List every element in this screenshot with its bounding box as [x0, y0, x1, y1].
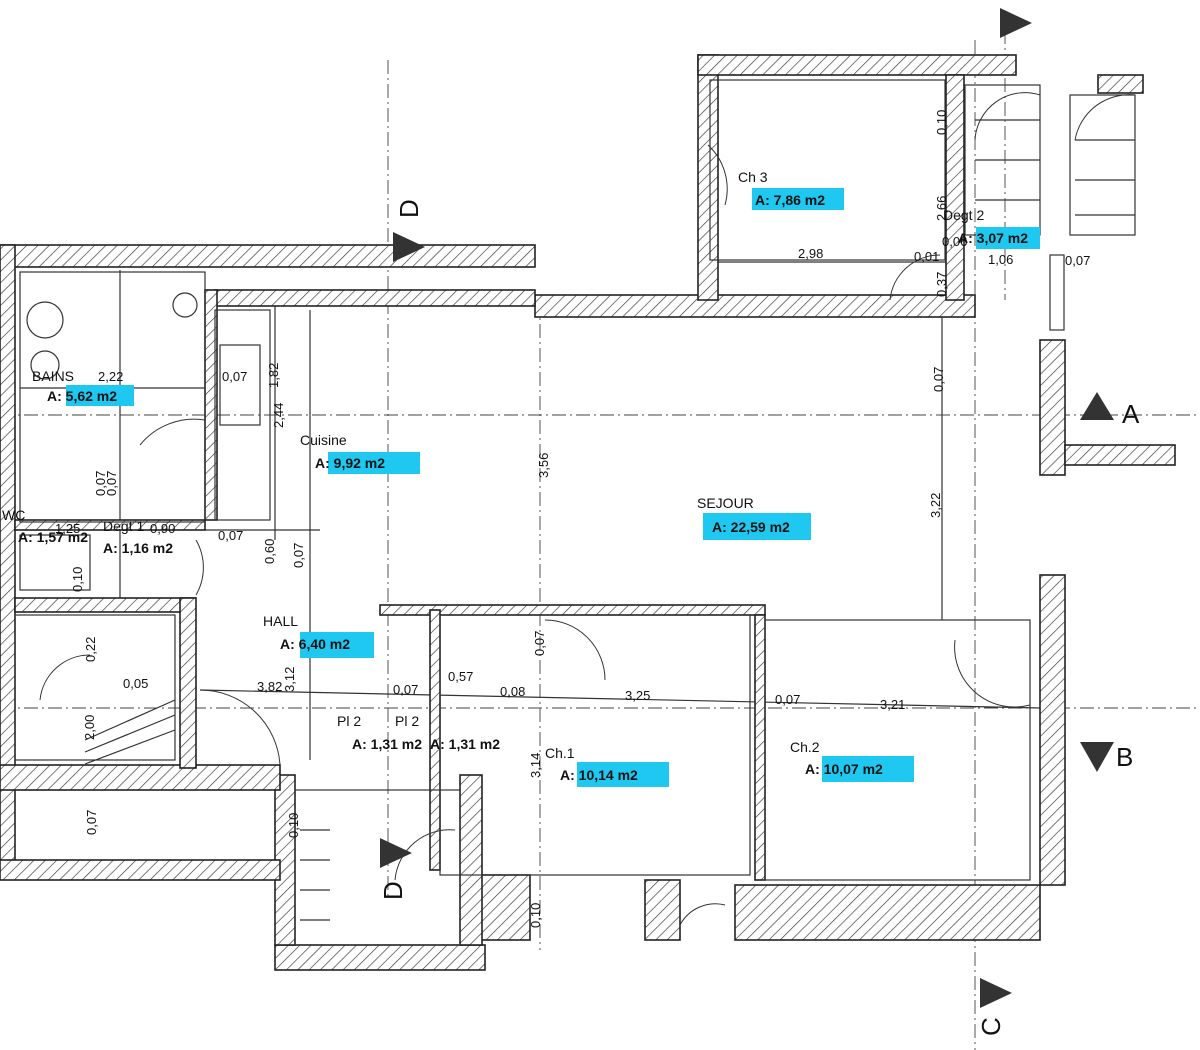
room-area-sejour: A: 22,59 m2 [712, 519, 790, 535]
dimension-label: 1,06 [988, 252, 1013, 267]
room-name-sejour: SEJOUR [697, 495, 754, 511]
dimension-label: 0,37 [934, 272, 949, 297]
dimension-label: 1,25 [55, 521, 80, 536]
dimension-label: 0,01 [914, 249, 939, 264]
section-mark-d-lower: D [378, 881, 408, 900]
room-area-cuisine: A: 9,92 m2 [315, 455, 385, 471]
dimension-label: 0,22 [83, 637, 98, 662]
dimension-label: 0,05 [123, 676, 148, 691]
section-arrow-icon [1080, 392, 1114, 420]
dimension-label: 0,10 [934, 110, 949, 135]
room-area-ch2: A: 10,07 m2 [805, 761, 883, 777]
room-area-degt1: A: 1,16 m2 [103, 540, 173, 556]
section-arrow-icon [393, 232, 425, 262]
room-name-ch3: Ch 3 [738, 169, 768, 185]
dimension-label: 2,22 [98, 369, 123, 384]
room-name-wc: WC [2, 507, 25, 523]
dimension-label: 3,82 [257, 679, 282, 694]
room-area-ch1: A: 10,14 m2 [560, 767, 638, 783]
dimension-label: 0,08 [500, 684, 525, 699]
dimension-label: 0,57 [448, 669, 473, 684]
room-area-bains: A: 5,62 m2 [47, 388, 117, 404]
dimension-label: 0,60 [262, 539, 277, 564]
room-area-wc: A: 1,57 m2 [18, 529, 88, 545]
dimension-label: 3,22 [928, 493, 943, 518]
room-name-ch2: Ch.2 [790, 739, 820, 755]
room-name-cuisine: Cuisine [300, 432, 347, 448]
room-area-ch3: A: 7,86 m2 [755, 192, 825, 208]
doors [39, 92, 1136, 926]
dimension-label: 2,00 [82, 715, 97, 740]
dimension-label: 2,98 [798, 246, 823, 261]
section-mark-b: B [1116, 742, 1133, 772]
dimension-label: 0,07 [93, 471, 108, 496]
dimension-label: 0,07 [218, 528, 243, 543]
dimension-label: 3,14 [528, 753, 543, 778]
room-area-pl2-a: A: 1,31 m2 [352, 736, 422, 752]
dimension-label: 0,10 [528, 903, 543, 928]
section-mark-d: D [394, 199, 424, 218]
section-markers: A B C D D [378, 8, 1140, 1036]
dimension-label: 2,66 [934, 196, 949, 221]
room-name-hall: HALL [263, 613, 298, 629]
room-area-hall: A: 6,40 m2 [280, 636, 350, 652]
dimension-label: 0,07 [104, 471, 119, 496]
section-mark-a: A [1122, 399, 1140, 429]
axis-lines [0, 30, 1200, 1050]
room-area-pl2-b: A: 1,31 m2 [430, 736, 500, 752]
area-highlights [66, 188, 1040, 787]
dimension-label: 0,07 [222, 369, 247, 384]
dimension-label: 2,44 [271, 403, 286, 428]
dimension-label: 3,56 [536, 453, 551, 478]
room-name-degt1: Degt 1 [103, 518, 144, 534]
room-name-ch1: Ch.1 [545, 745, 575, 761]
dimension-label: 0,07 [775, 692, 800, 707]
dimension-label: 0,07 [532, 631, 547, 656]
section-arrow-icon [1080, 742, 1114, 772]
room-name-bains: BAINS [32, 368, 74, 384]
dimension-label: 3,21 [880, 697, 905, 712]
dimension-label: 3,12 [282, 667, 297, 692]
room-name-degt2: Degt 2 [943, 207, 984, 223]
section-arrow-icon [1000, 8, 1032, 38]
room-labels: BAINS A: 5,62 m2 Cuisine A: 9,92 m2 SEJO… [2, 169, 1028, 783]
dimension-label: 0,07 [393, 682, 418, 697]
fixtures [14, 79, 1136, 946]
dimension-label: 0,07 [931, 367, 946, 392]
dimension-label: 0,07 [84, 810, 99, 835]
dimension-label: 3,25 [625, 688, 650, 703]
dimension-label: 1,82 [266, 363, 281, 388]
dimension-label: 0,07 [291, 543, 306, 568]
room-name-pl2-a: Pl 2 [337, 713, 361, 729]
room-name-pl2-b: Pl 2 [395, 713, 419, 729]
section-arrow-icon [380, 838, 412, 868]
section-arrow-icon [980, 978, 1012, 1008]
dimension-label: 0,10 [286, 813, 301, 838]
room-area-degt2: A: 3,07 m2 [958, 230, 1028, 246]
dimension-label: 0,10 [70, 567, 85, 592]
walls [0, 54, 1176, 971]
dimension-label: 0,06 [942, 234, 967, 249]
section-mark-c: C [976, 1017, 1006, 1036]
dimension-label: 0,90 [150, 521, 175, 536]
dimension-labels: 2,22 0,07 1,82 2,44 3,56 3,22 0,07 0,10 … [55, 110, 1090, 928]
dimension-label: 0,07 [1065, 253, 1090, 268]
